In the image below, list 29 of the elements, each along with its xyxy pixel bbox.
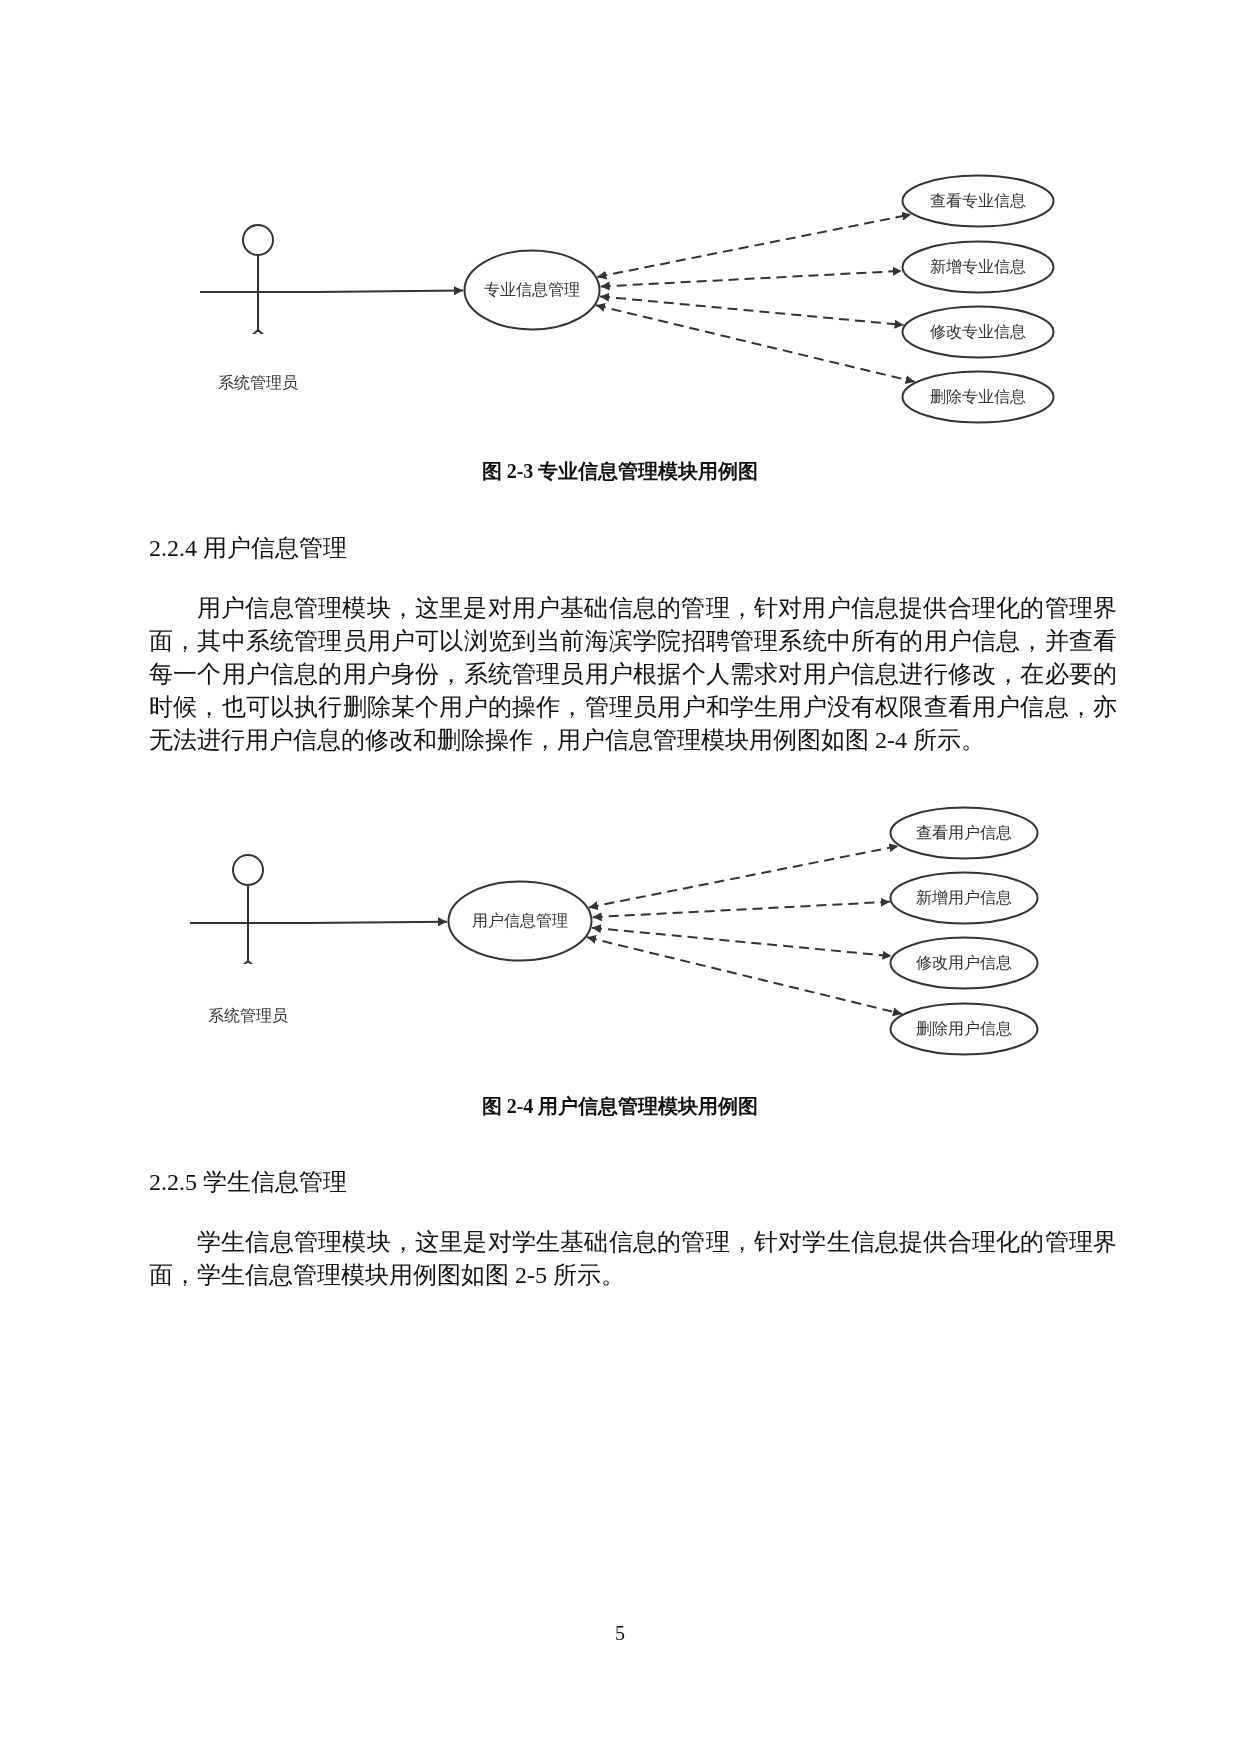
body-paragraph: 学生信息管理模块，这里是对学生基础信息的管理，针对学生信息提供合理化的管理界面，学生信息管理模块用例图如图 2-5 所示。 [149,1228,1117,1290]
actor-label: 系统管理员 [217,373,299,394]
arrow [315,286,464,296]
dashed-arrow [587,843,900,911]
use-case-label: 新增专业信息 [929,256,1027,278]
figure-caption: 图 2-3 专业信息管理模块用例图 [481,459,759,484]
use-case-label: 删除用户信息 [915,1018,1013,1040]
dashed-arrow [599,266,903,291]
use-case-label: 专业信息管理 [483,279,581,301]
dashed-arrow [599,292,905,329]
dashed-arrow [595,303,916,385]
section-heading: 2.2.4 用户信息管理 [149,534,348,563]
actor-label: 系统管理员 [207,1006,289,1027]
use-case-label: 新增用户信息 [915,887,1013,909]
use-case-label: 删除专业信息 [929,386,1027,408]
use-case-label: 用户信息管理 [471,910,569,932]
figure-caption: 图 2-4 用户信息管理模块用例图 [481,1094,759,1119]
section-heading: 2.2.5 学生信息管理 [149,1168,348,1197]
dashed-arrow [591,924,893,960]
use-case-label: 修改专业信息 [929,321,1027,343]
dashed-arrow [591,897,891,922]
use-case-label: 查看专业信息 [929,190,1027,212]
dashed-arrow [596,211,913,280]
dashed-arrow [586,935,903,1017]
use-case-label: 查看用户信息 [915,822,1013,844]
use-case-label: 修改用户信息 [915,952,1013,974]
arrow [305,917,448,927]
body-paragraph: 用户信息管理模块，这里是对用户基础信息的管理，针对用户信息提供合理化的管理界面，其中系统管理员用户可以浏览到当前海滨学院招聘管理系统中所有的用户信息，并查看每一个用户信息的用户身份，系统管理员用户根据个人需求对用户信息进行修改，在必要的时候，也可以执行删除某个用户的操作，管理员用户和学生用户没有权限查看用户信息，亦无法进行用户信息的修改和删除操作，用户信息管理模块用例图如图 2-4 所示。 [149,594,1117,755]
page-number: 5 [615,1622,625,1645]
